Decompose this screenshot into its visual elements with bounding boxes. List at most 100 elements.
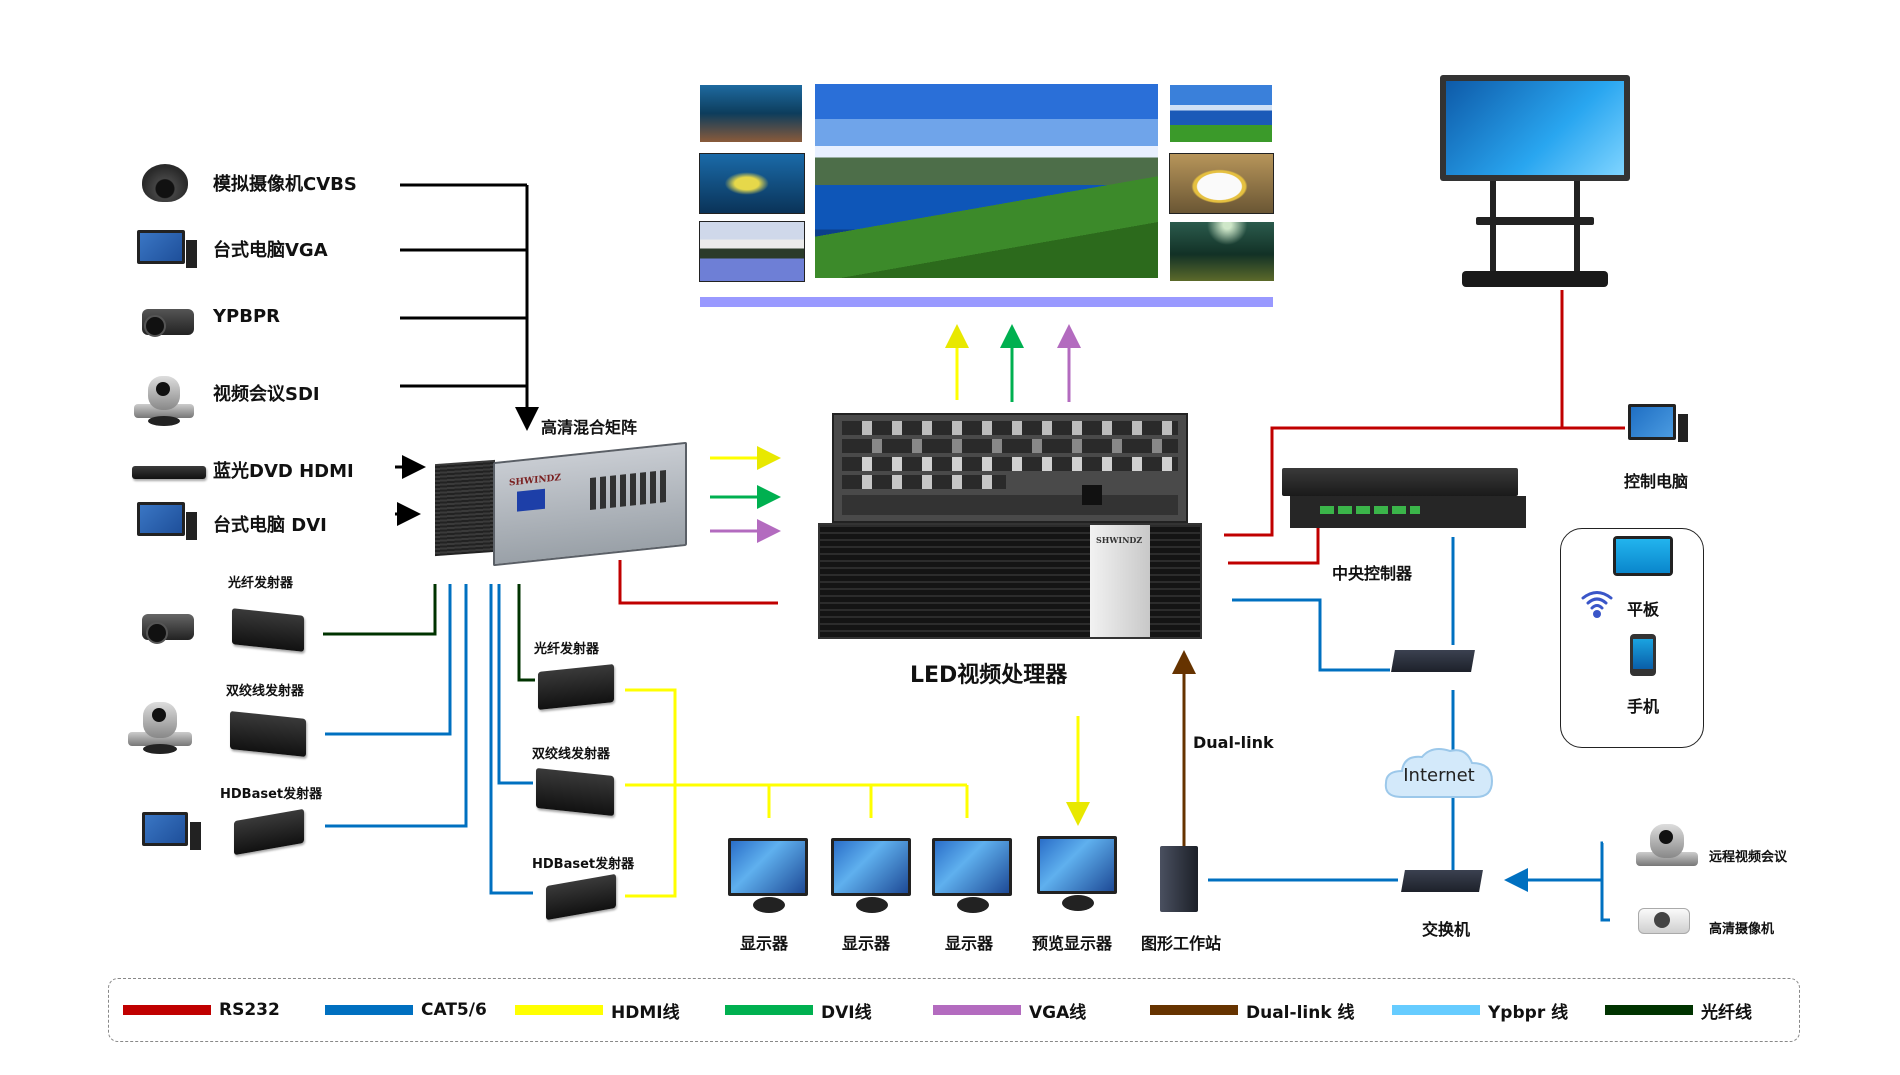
phone-icon[interactable] — [1630, 634, 1656, 676]
out-hdbaset-label: HDBaset发射器 — [532, 857, 635, 872]
wall-tile-fish — [699, 153, 805, 214]
fiber-transmitter-icon — [232, 608, 304, 652]
legend-label: 光纤线 — [1701, 1002, 1752, 1023]
matrix-lcd — [517, 488, 545, 512]
bluray-player-icon — [132, 466, 206, 479]
control-pc-label: 控制电脑 — [1624, 472, 1689, 491]
tablet-label: 平板 — [1627, 600, 1660, 619]
out-fiber-transmitter-icon — [538, 664, 614, 710]
input-label-vga: 台式电脑VGA — [213, 240, 328, 261]
network-switch-icon[interactable] — [1401, 870, 1483, 892]
remote-ptz-camera-icon — [1636, 822, 1698, 874]
duallink-label: Dual-link — [1193, 733, 1274, 752]
display-stand-2 — [856, 897, 888, 913]
desktop-pc-hdbaset-icon — [142, 812, 188, 846]
remote-conference-label: 远程视频会议 — [1709, 850, 1788, 865]
preview-monitor[interactable] — [1037, 836, 1117, 894]
control-pc-tower-icon — [1678, 414, 1688, 442]
input-label-cvbs: 模拟摄像机CVBS — [213, 174, 357, 195]
processor-io-chassis — [832, 413, 1188, 523]
wall-tile-coral — [700, 85, 802, 142]
graphics-workstation-icon[interactable] — [1160, 846, 1198, 912]
control-pc-icon[interactable] — [1628, 404, 1676, 440]
hd-bullet-camera-icon — [1634, 900, 1690, 938]
legend-swatch — [1605, 1005, 1693, 1015]
hd-camera-label: 高清摄像机 — [1709, 922, 1775, 937]
phone-label: 手机 — [1627, 697, 1660, 716]
rs232-wires — [618, 290, 1625, 605]
input-label-ypbpr: YPBPR — [213, 306, 280, 327]
desktop-pc-dvi-icon — [137, 502, 185, 536]
matrix-buttons[interactable] — [590, 469, 670, 510]
legend-swatch — [933, 1005, 1021, 1015]
legend-label: DVI线 — [821, 1002, 872, 1023]
legend-label: Dual-link 线 — [1246, 1002, 1355, 1023]
out-twisted-transmitter-icon — [536, 767, 614, 817]
led-video-processor[interactable]: SHWINDZ — [818, 413, 1202, 641]
ptz-camera-twisted-icon — [128, 698, 192, 756]
legend-item: RS232 — [123, 1000, 280, 1020]
display-stand-1 — [753, 897, 785, 913]
workstation-label: 图形工作站 — [1141, 934, 1222, 953]
display-monitor-3[interactable] — [932, 838, 1012, 896]
desktop-pc-icon — [137, 230, 185, 264]
legend-swatch — [1150, 1005, 1238, 1015]
tx-twisted-label: 双绞线发射器 — [226, 684, 305, 699]
display-label-1: 显示器 — [740, 934, 789, 953]
legend-item: 光纤线 — [1605, 1000, 1752, 1023]
legend-item: CAT5/6 — [325, 1000, 487, 1020]
legend-swatch — [123, 1005, 211, 1015]
internet-cloud-icon[interactable]: Internet — [1380, 745, 1498, 803]
legend-label: Ypbpr 线 — [1488, 1002, 1569, 1023]
black-input-bus — [400, 183, 539, 431]
ptz-camera-icon — [134, 372, 194, 428]
legend-label: VGA线 — [1029, 1002, 1087, 1023]
processor-brand: SHWINDZ — [1096, 535, 1143, 545]
display-label-2: 显示器 — [842, 934, 891, 953]
wall-tile-coast — [1170, 85, 1272, 142]
display-monitor-2[interactable] — [831, 838, 911, 896]
legend-swatch — [515, 1005, 603, 1015]
display-label-3: 显示器 — [945, 934, 994, 953]
twisted-pair-transmitter-icon — [230, 711, 306, 757]
processor-main-chassis: SHWINDZ — [818, 523, 1202, 639]
input-label-sdi: 视频会议SDI — [213, 384, 320, 405]
matrix-label: 高清混合矩阵 — [541, 418, 638, 437]
tablet-icon[interactable] — [1613, 536, 1673, 576]
legend-swatch — [1392, 1005, 1480, 1015]
bullet-camera-fiber-icon — [138, 608, 196, 648]
central-controller-icon[interactable] — [1282, 468, 1528, 534]
legend-item: DVI线 — [725, 1000, 872, 1023]
network-switch-upper-icon[interactable] — [1391, 650, 1475, 672]
out-fiber-label: 光纤发射器 — [534, 642, 600, 657]
out-twisted-label: 双绞线发射器 — [532, 747, 611, 762]
wifi-icon — [1580, 588, 1614, 620]
interactive-display-stand[interactable] — [1440, 75, 1630, 290]
input-label-dvi: 台式电脑 DVI — [213, 515, 327, 536]
legend-swatch — [325, 1005, 413, 1015]
wall-tile-eagle — [1169, 153, 1274, 214]
bullet-camera-icon — [136, 305, 196, 341]
legend-item: HDMI线 — [515, 1000, 680, 1023]
dome-camera-icon — [140, 160, 190, 206]
fiber-wires — [323, 584, 535, 682]
legend-item: Ypbpr 线 — [1392, 1000, 1569, 1023]
tx-hdbaset-label: HDBaset发射器 — [220, 787, 323, 802]
input-label-hdmi: 蓝光DVD HDMI — [213, 461, 354, 482]
hd-matrix-switcher[interactable]: SHWINDZ — [435, 441, 687, 567]
preview-label: 预览显示器 — [1032, 934, 1113, 953]
wall-tile-mountain — [699, 221, 805, 282]
legend-swatch — [725, 1005, 813, 1015]
desktop-tower-hdbaset-icon — [190, 822, 201, 850]
desktop-tower-icon — [186, 240, 197, 268]
legend-label: HDMI线 — [611, 1002, 680, 1023]
legend-label: RS232 — [219, 1000, 280, 1020]
led-wall-bar — [700, 297, 1273, 307]
display-monitor-1[interactable] — [728, 838, 808, 896]
matrix-brand: SHWINDZ — [509, 473, 561, 489]
wall-main-landscape — [815, 84, 1158, 278]
cat-wires — [325, 537, 1610, 922]
desktop-tower-dvi-icon — [186, 512, 197, 540]
legend-item: VGA线 — [933, 1000, 1087, 1023]
